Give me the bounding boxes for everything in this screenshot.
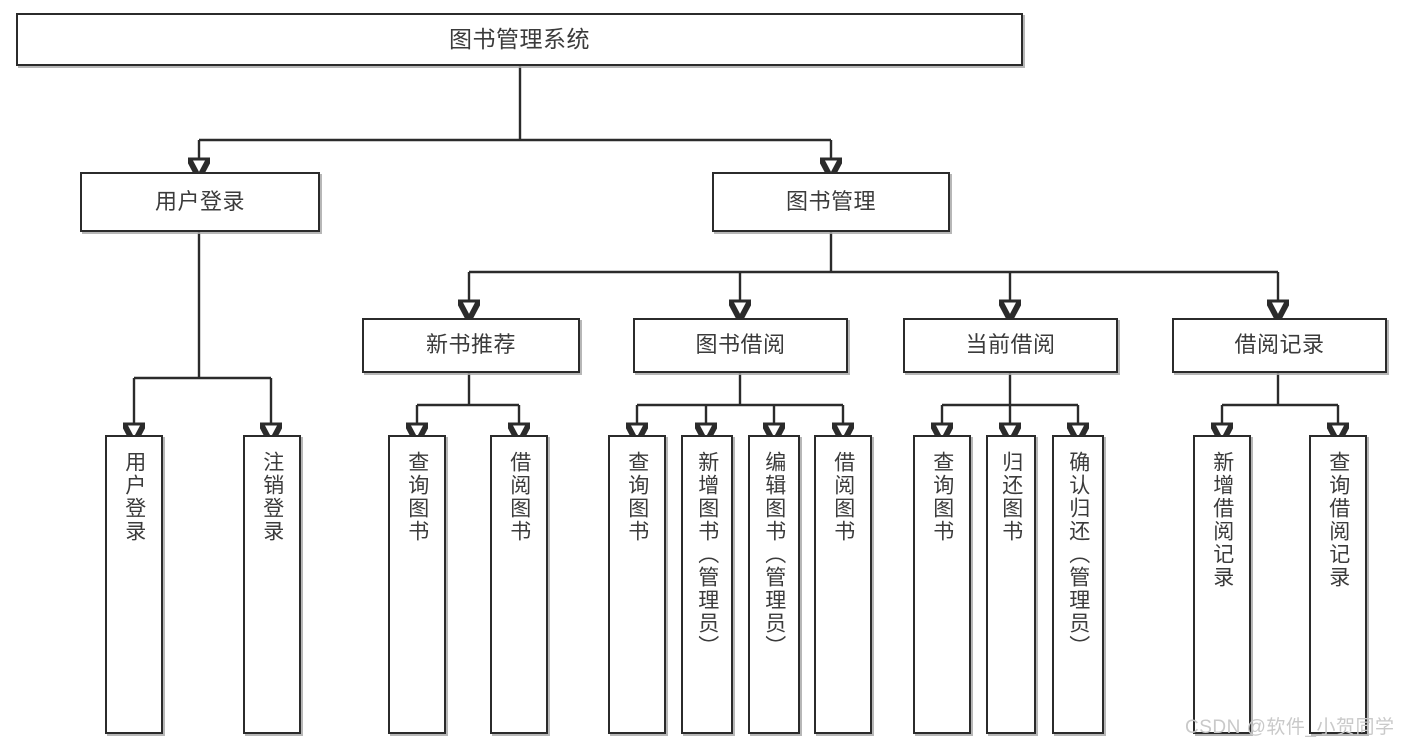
node-leaf-query-book-recommend[interactable]: 查询图书 (388, 435, 446, 734)
node-label: 归还图书 (999, 451, 1023, 543)
node-label: 图书借阅 (695, 332, 786, 358)
node-user-login[interactable]: 用户登录 (80, 172, 320, 232)
node-leaf-add-borrow-record[interactable]: 新增借阅记录 (1193, 435, 1251, 734)
node-label: 查询借阅记录 (1326, 451, 1350, 589)
node-label: 查询图书 (930, 451, 954, 543)
node-label: 用户登录 (122, 451, 146, 543)
node-leaf-return-book[interactable]: 归还图书 (986, 435, 1036, 734)
node-label: 借阅图书 (507, 451, 531, 543)
node-borrow-record[interactable]: 借阅记录 (1172, 318, 1387, 373)
node-label: 当前借阅 (965, 332, 1056, 358)
node-label: 图书管理系统 (449, 25, 590, 52)
node-leaf-query-book-current[interactable]: 查询图书 (913, 435, 971, 734)
node-label: 确认归还（管理员） (1066, 451, 1090, 658)
node-leaf-query-borrow-record[interactable]: 查询借阅记录 (1309, 435, 1367, 734)
csdn-watermark: CSDN @软件_小贺同学 (1185, 717, 1395, 738)
node-label: 注销登录 (260, 451, 284, 543)
node-root-system[interactable]: 图书管理系统 (16, 13, 1023, 66)
node-leaf-edit-book-admin[interactable]: 编辑图书（管理员） (748, 435, 800, 734)
node-leaf-borrow-book[interactable]: 借阅图书 (814, 435, 872, 734)
node-label: 编辑图书（管理员） (762, 451, 786, 658)
node-leaf-add-book-admin[interactable]: 新增图书（管理员） (681, 435, 733, 734)
node-leaf-borrow-book-recommend[interactable]: 借阅图书 (490, 435, 548, 734)
node-new-book-recommend[interactable]: 新书推荐 (362, 318, 580, 373)
node-label: 用户登录 (154, 188, 245, 214)
node-book-management[interactable]: 图书管理 (712, 172, 950, 232)
node-leaf-confirm-return-admin[interactable]: 确认归还（管理员） (1052, 435, 1104, 734)
node-label: 借阅图书 (831, 451, 855, 543)
node-leaf-logout[interactable]: 注销登录 (243, 435, 301, 734)
node-label: 新增图书（管理员） (695, 451, 719, 658)
node-label: 新书推荐 (425, 332, 516, 358)
node-label: 图书管理 (785, 188, 876, 214)
node-label: 查询图书 (625, 451, 649, 543)
node-current-borrow[interactable]: 当前借阅 (903, 318, 1118, 373)
node-label: 查询图书 (405, 451, 429, 543)
node-label: 新增借阅记录 (1210, 451, 1234, 589)
node-label: 借阅记录 (1234, 332, 1325, 358)
node-book-borrow[interactable]: 图书借阅 (633, 318, 848, 373)
node-leaf-user-login[interactable]: 用户登录 (105, 435, 163, 734)
node-leaf-query-book-borrow[interactable]: 查询图书 (608, 435, 666, 734)
